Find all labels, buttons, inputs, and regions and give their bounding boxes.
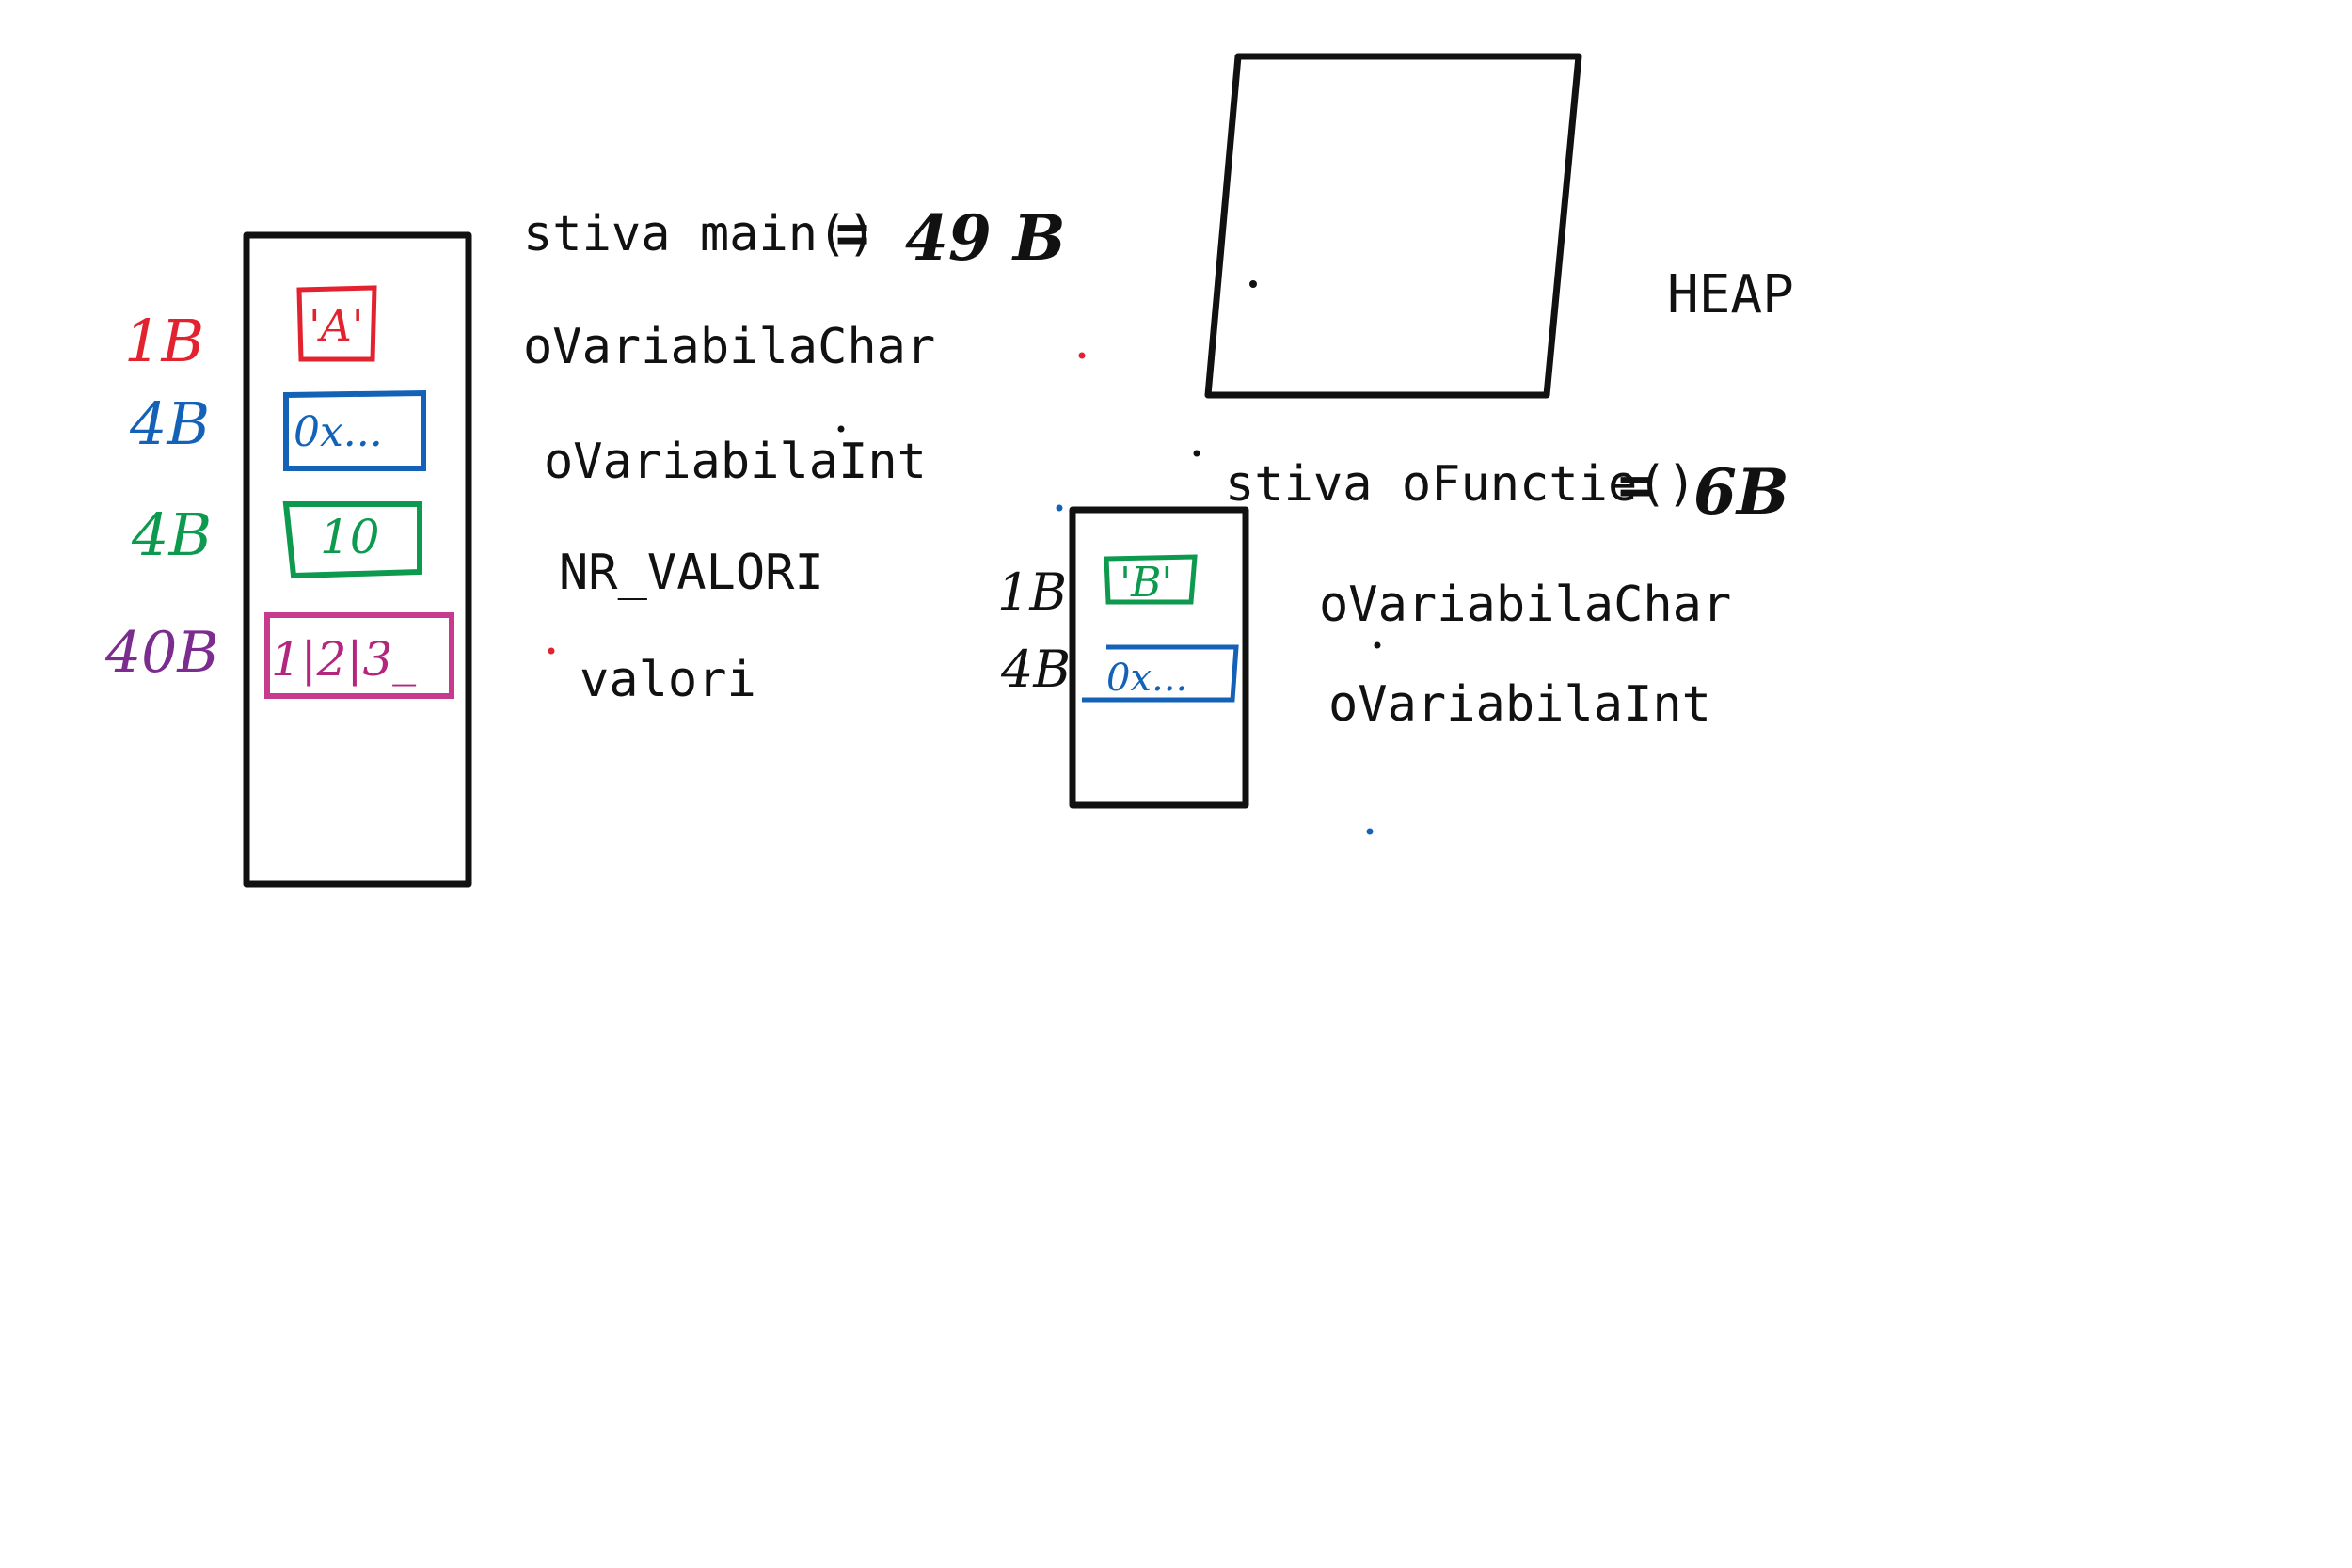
main-cell-const-box (282, 501, 422, 579)
main-cell-char-name: oVariabilaChar (523, 319, 935, 375)
func-stack-size: 6B (1693, 455, 1789, 529)
dot-blue-1 (1056, 504, 1063, 512)
func-cell-char-box (1104, 554, 1198, 605)
func-stack-frame (1069, 506, 1249, 809)
main-stack-size: 49 B (905, 201, 1066, 275)
main-cell-const-value: 10 (320, 510, 380, 564)
dot-red-2 (548, 647, 555, 655)
func-cell-int-value: 0x... (1106, 657, 1187, 700)
main-cell-const: 4B 10 NR_VALORI (131, 500, 824, 601)
main-cell-char-value: 'A' (309, 300, 364, 351)
dot-black-3 (1374, 641, 1381, 649)
main-stack-size-eq: = (835, 200, 869, 266)
dot-red-1 (1078, 352, 1086, 359)
main-stack: stiva main() = 49 B 1B 'A' oVariabilaCha… (104, 200, 1066, 888)
func-stack-title: stiva oFunctie() (1225, 456, 1696, 513)
func-cell-int-size: 4B (1000, 640, 1071, 699)
main-cell-int-value: 0x... (294, 408, 383, 456)
func-cell-int-box (1082, 644, 1239, 703)
heap-frame (1204, 53, 1582, 399)
func-cell-int-name: oVariabilaInt (1328, 676, 1711, 733)
dot-black-1 (837, 425, 845, 433)
main-cell-array-size: 40B (104, 620, 218, 686)
func-cell-char-name: oVariabilaChar (1319, 577, 1731, 633)
heap-label: HEAP (1667, 264, 1794, 325)
main-cell-int: 4B 0x... oVariabilaInt (129, 389, 927, 490)
main-cell-const-size: 4B (131, 500, 212, 569)
main-cell-int-size: 4B (129, 389, 210, 458)
main-stack-frame (243, 231, 472, 888)
heap: HEAP (1204, 53, 1794, 399)
main-stack-title: stiva main() (523, 206, 877, 262)
main-cell-char-box (296, 285, 377, 362)
func-stack: stiva oFunctie() = 6B 1B 'B' oVariabilaC… (997, 452, 1789, 809)
main-cell-array-box (264, 612, 454, 699)
main-cell-array-value: 1|2|3_ (271, 632, 416, 687)
func-cell-char-size: 1B (997, 562, 1067, 622)
main-cell-int-name: oVariabilaInt (544, 434, 927, 490)
main-cell-const-name: NR_VALORI (559, 545, 824, 601)
stray-dots (548, 352, 1381, 835)
dot-black-2 (1193, 450, 1200, 457)
main-cell-array-name: valori (580, 652, 756, 708)
main-cell-array: 40B 1|2|3_ valori (104, 612, 756, 708)
func-cell-char: 1B 'B' oVariabilaChar (997, 554, 1731, 633)
main-cell-int-box (283, 389, 426, 471)
dot-blue-2 (1366, 828, 1374, 835)
func-cell-int: 4B 0x... oVariabilaInt (1000, 640, 1711, 733)
heap-dot (1249, 280, 1257, 288)
func-stack-size-eq: = (1618, 452, 1652, 518)
main-cell-char-size: 1B (124, 307, 204, 375)
func-cell-char-value: 'B' (1120, 559, 1173, 607)
main-cell-char: 1B 'A' oVariabilaChar (124, 285, 935, 375)
